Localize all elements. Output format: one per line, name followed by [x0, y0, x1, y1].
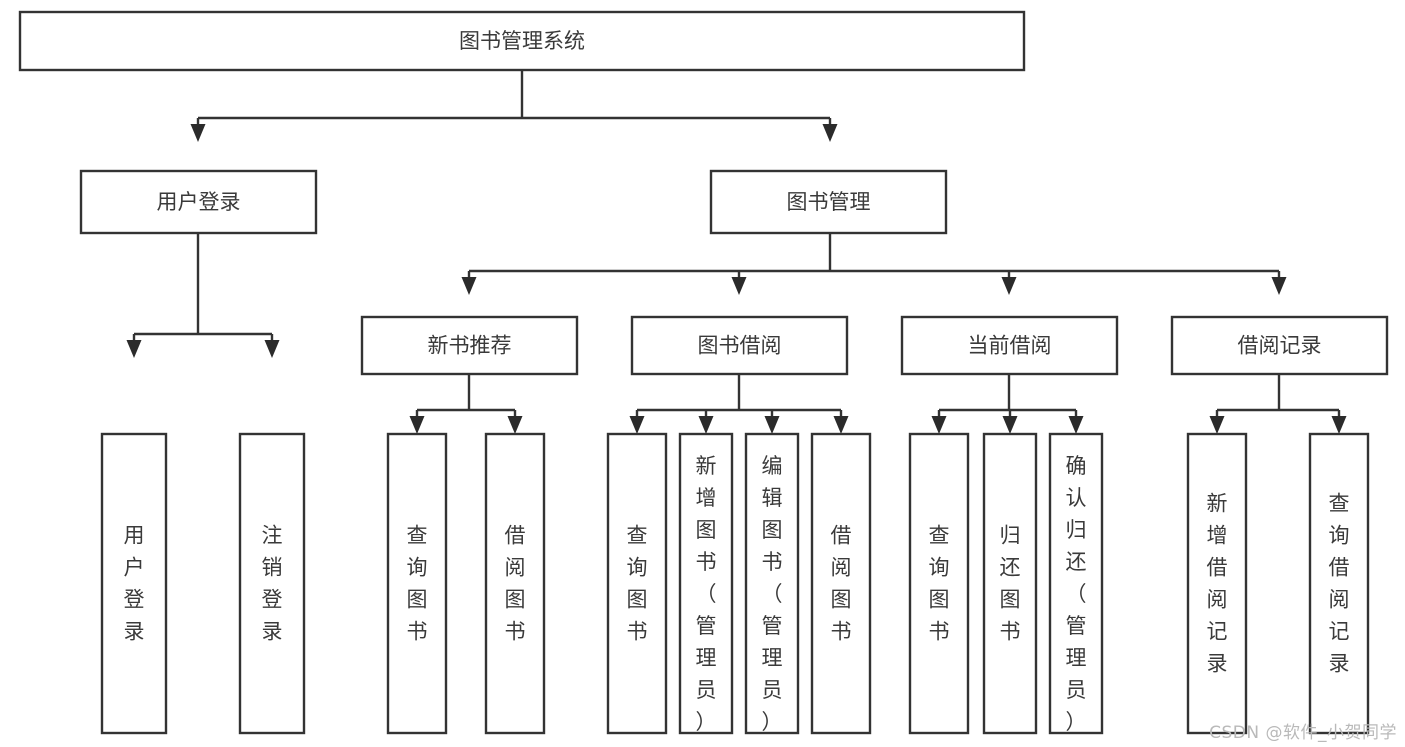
node-box[interactable]: [238, 432, 306, 735]
node-box[interactable]: [1170, 315, 1389, 376]
arrow-head-icon: [698, 416, 714, 434]
node-label: 查询借阅记录: [1329, 492, 1350, 676]
node-box[interactable]: [386, 432, 448, 735]
node-leaf-query-book-1[interactable]: 查询图书: [386, 432, 448, 735]
node-label: 图书管理: [787, 190, 871, 214]
node-box[interactable]: [1186, 432, 1248, 735]
connector-group-bus-book-borrow: [629, 374, 849, 434]
node-label: 用户登录: [157, 190, 241, 214]
node-label: 编辑图书（管理员）: [762, 454, 783, 734]
node-label: 归还图书: [1000, 524, 1021, 644]
node-label: 确认归还（管理员）: [1066, 454, 1087, 734]
connector-group-bus-current-borrow: [931, 374, 1084, 434]
node-leaf-query-borrow-record[interactable]: 查询借阅记录: [1308, 432, 1370, 735]
arrow-head-icon: [507, 416, 523, 434]
node-label: 当前借阅: [968, 334, 1052, 358]
node-leaf-query-book-3[interactable]: 查询图书: [908, 432, 970, 735]
node-box[interactable]: [982, 432, 1038, 735]
node-label: 图书借阅: [698, 334, 782, 358]
connector-group-bus-borrow-record: [1209, 374, 1347, 434]
node-new-book-recommend[interactable]: 新书推荐: [360, 315, 579, 376]
arrow-head-icon: [931, 416, 947, 434]
node-box[interactable]: [744, 432, 800, 735]
node-label: 新增借阅记录: [1207, 492, 1228, 676]
node-box[interactable]: [810, 432, 872, 735]
node-box[interactable]: [606, 432, 668, 735]
node-user-login[interactable]: 用户登录: [79, 169, 318, 235]
node-box[interactable]: [1308, 432, 1370, 735]
arrow-head-icon: [1002, 416, 1018, 434]
node-current-borrow[interactable]: 当前借阅: [900, 315, 1119, 376]
arrow-head-icon: [409, 416, 425, 434]
arrow-head-icon: [1209, 416, 1225, 434]
nodes-layer: 图书管理系统用户登录图书管理新书推荐图书借阅当前借阅借阅记录用户登录注销登录查询…: [18, 10, 1389, 735]
arrow-head-icon: [1068, 416, 1084, 434]
node-box[interactable]: [908, 432, 970, 735]
node-box[interactable]: [100, 432, 168, 735]
node-leaf-borrow-book-2[interactable]: 借阅图书: [810, 432, 872, 735]
node-box[interactable]: [79, 169, 318, 235]
node-label: 注销登录: [262, 524, 283, 644]
connector-group-bus-root: [190, 70, 838, 142]
arrow-head-icon: [126, 340, 142, 358]
node-leaf-user-login[interactable]: 用户登录: [100, 432, 168, 735]
node-leaf-add-book[interactable]: 新增图书（管理员）: [678, 432, 734, 735]
connector-group-bus-new-book-recommend: [409, 374, 523, 434]
node-root[interactable]: 图书管理系统: [18, 10, 1026, 72]
node-leaf-borrow-book-1[interactable]: 借阅图书: [484, 432, 546, 735]
connector-group-bus-book-manage: [461, 233, 1287, 295]
node-label: 图书管理系统: [459, 29, 585, 53]
node-box[interactable]: [900, 315, 1119, 376]
node-box[interactable]: [678, 432, 734, 735]
arrow-head-icon: [833, 416, 849, 434]
node-book-manage[interactable]: 图书管理: [709, 169, 948, 235]
arrow-head-icon: [764, 416, 780, 434]
node-label: 查询图书: [929, 524, 950, 644]
node-borrow-record[interactable]: 借阅记录: [1170, 315, 1389, 376]
node-label: 查询图书: [407, 524, 428, 644]
node-box[interactable]: [709, 169, 948, 235]
arrow-head-icon: [822, 124, 838, 142]
node-label: 借阅记录: [1238, 334, 1322, 358]
node-label: 新书推荐: [428, 334, 512, 358]
arrow-head-icon: [731, 277, 747, 295]
node-label: 查询图书: [627, 524, 648, 644]
node-leaf-confirm-return[interactable]: 确认归还（管理员）: [1048, 432, 1104, 735]
node-label: 借阅图书: [505, 524, 526, 644]
node-leaf-add-borrow-record[interactable]: 新增借阅记录: [1186, 432, 1248, 735]
connectors-layer: [126, 70, 1347, 434]
arrow-head-icon: [1271, 277, 1287, 295]
arrow-head-icon: [461, 277, 477, 295]
node-leaf-edit-book[interactable]: 编辑图书（管理员）: [744, 432, 800, 735]
arrow-head-icon: [1331, 416, 1347, 434]
node-label: 用户登录: [124, 524, 145, 644]
node-box[interactable]: [360, 315, 579, 376]
arrow-head-icon: [1001, 277, 1017, 295]
connector-group-bus-user-login: [126, 233, 280, 358]
node-label: 新增图书（管理员）: [696, 454, 717, 734]
node-label: 借阅图书: [831, 524, 852, 644]
node-leaf-return-book[interactable]: 归还图书: [982, 432, 1038, 735]
node-book-borrow[interactable]: 图书借阅: [630, 315, 849, 376]
arrow-head-icon: [190, 124, 206, 142]
arrow-head-icon: [264, 340, 280, 358]
node-box[interactable]: [18, 10, 1026, 72]
arrow-head-icon: [629, 416, 645, 434]
node-box[interactable]: [1048, 432, 1104, 735]
node-box[interactable]: [484, 432, 546, 735]
node-leaf-user-logout[interactable]: 注销登录: [238, 432, 306, 735]
node-leaf-query-book-2[interactable]: 查询图书: [606, 432, 668, 735]
node-box[interactable]: [630, 315, 849, 376]
